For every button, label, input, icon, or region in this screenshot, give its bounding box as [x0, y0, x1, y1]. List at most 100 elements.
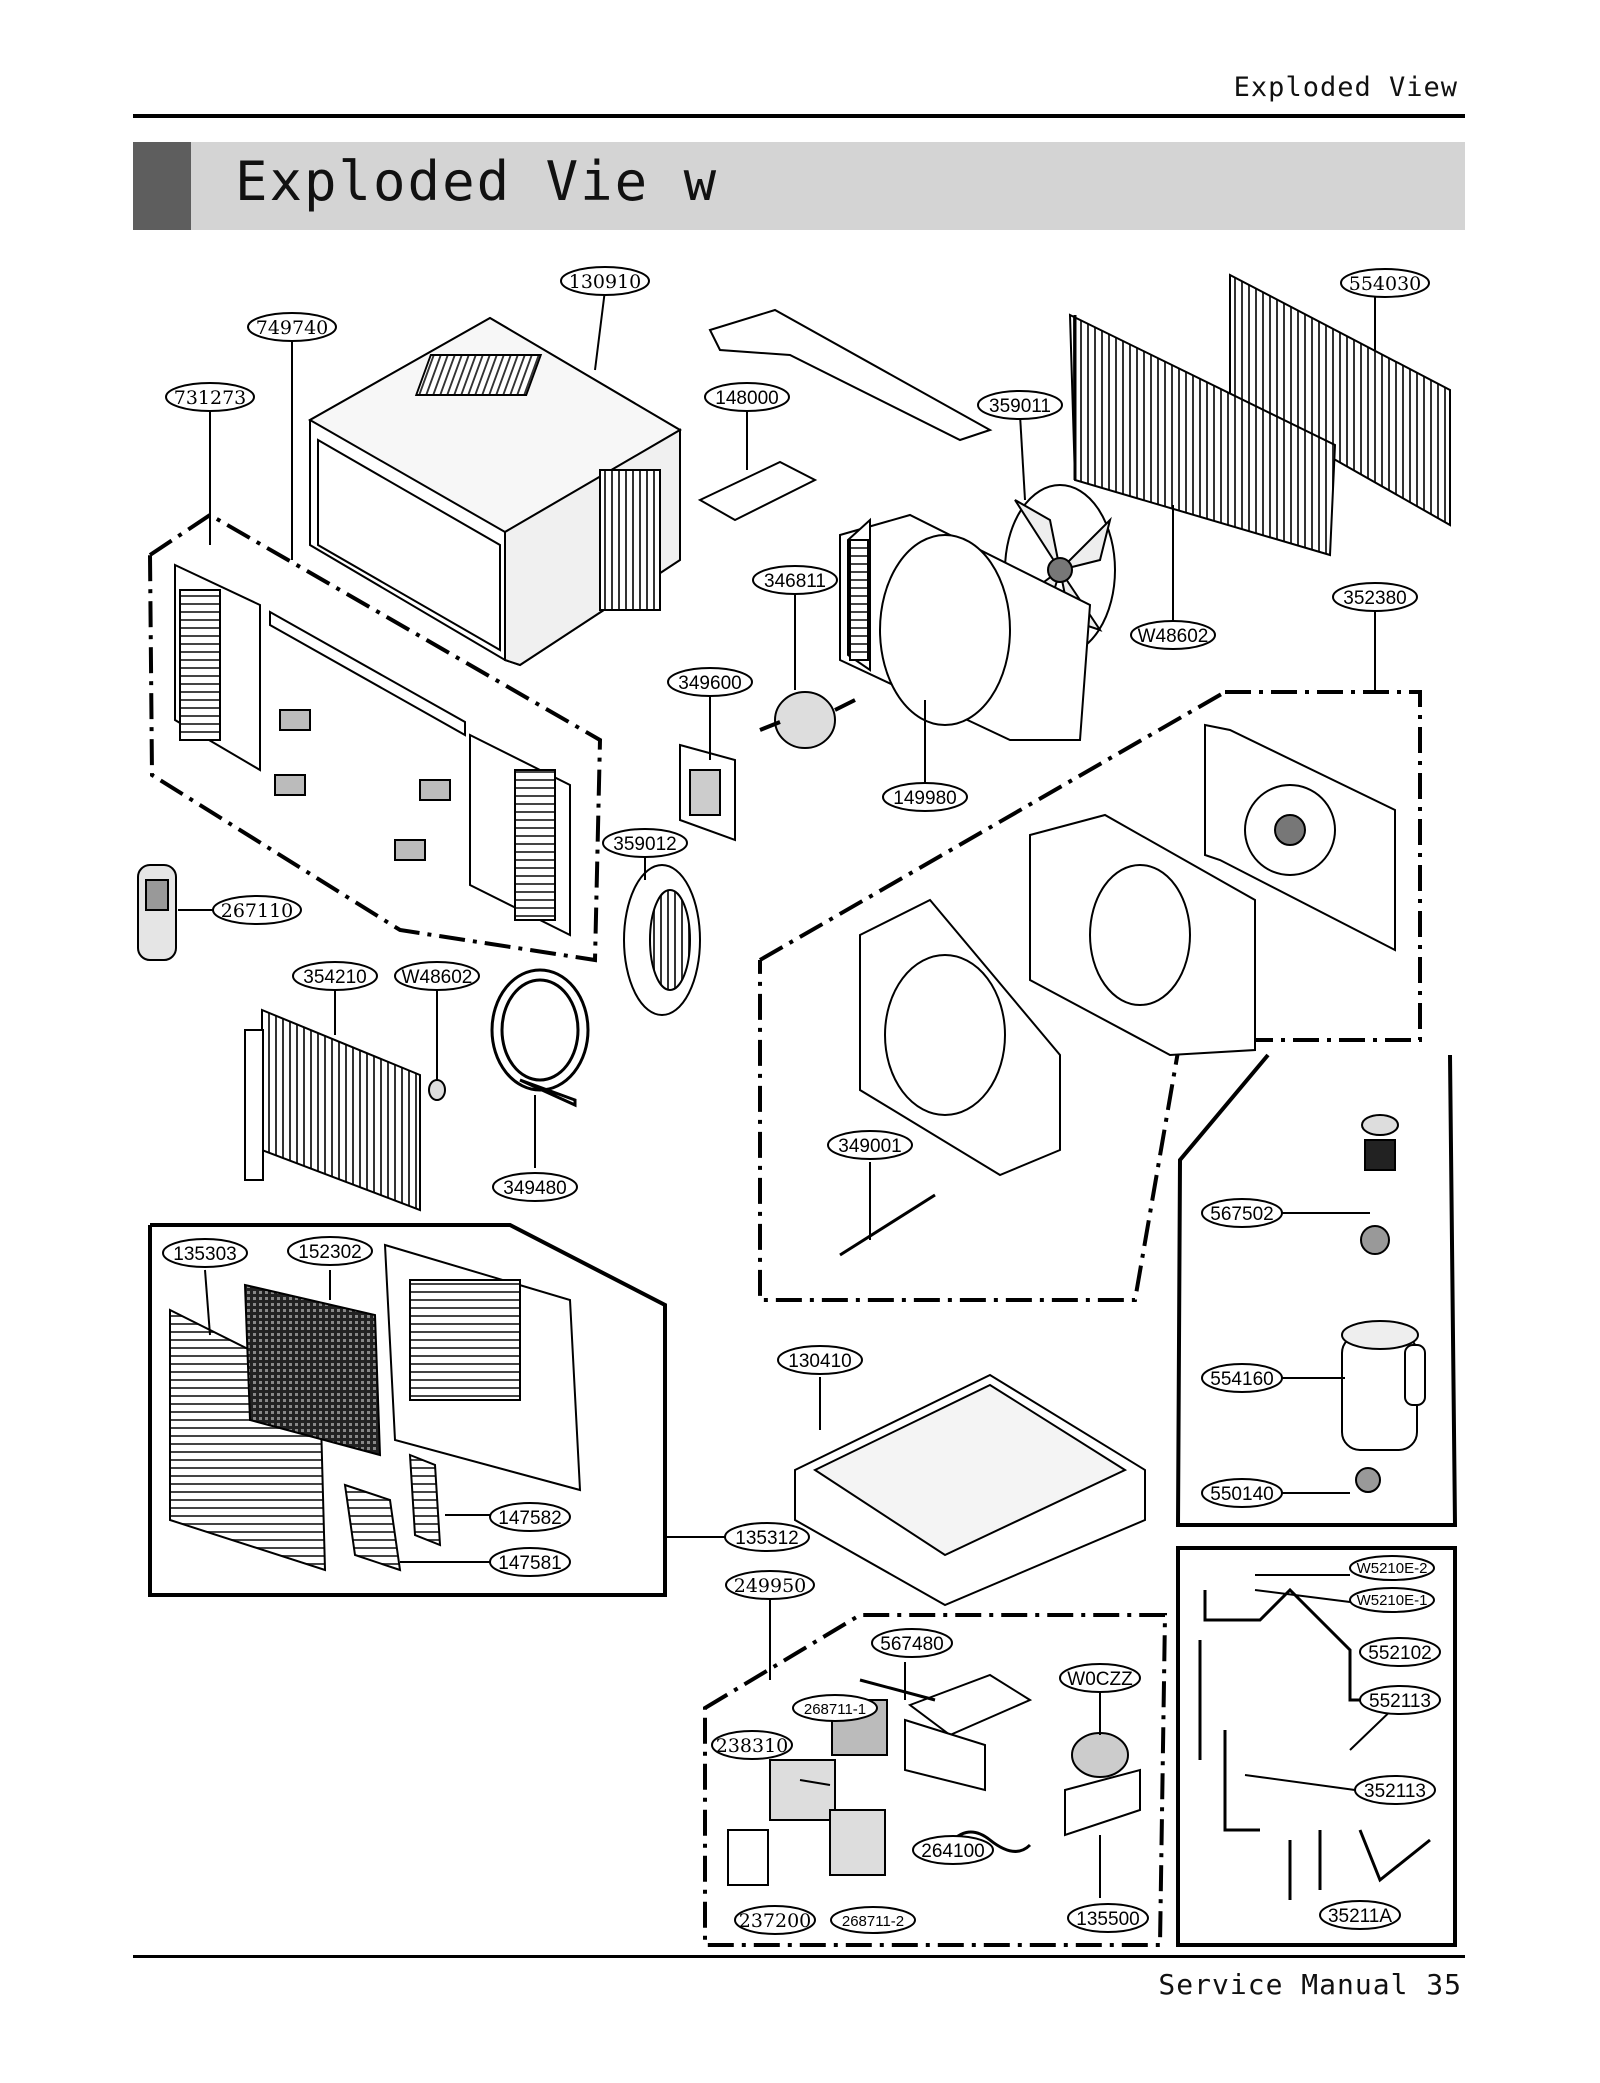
base-bracket-148000 — [697, 460, 818, 522]
callout-550140: 550140 — [1201, 1478, 1283, 1508]
callout-147581: 147581 — [489, 1547, 571, 1577]
svg-text:35211A: 35211A — [1328, 1906, 1392, 1927]
orifice-ring — [490, 968, 590, 1108]
svg-text:552113: 552113 — [1369, 1691, 1431, 1712]
svg-text:149980: 149980 — [893, 788, 956, 809]
callout-552113: 552113 — [1359, 1685, 1441, 1715]
callout-567480: 567480 — [871, 1628, 953, 1658]
svg-text:W48602: W48602 — [1138, 626, 1209, 647]
callout-352113: 352113 — [1354, 1775, 1436, 1805]
scroll-panel — [1204, 723, 1396, 952]
remote-control — [137, 864, 177, 961]
compressor-group-outline — [1175, 1053, 1458, 1527]
callout-268711-2: 268711-2 — [830, 1906, 916, 1934]
svg-text:135303: 135303 — [173, 1244, 236, 1265]
svg-text:352380: 352380 — [1343, 588, 1406, 609]
svg-text:147581: 147581 — [498, 1553, 561, 1574]
title-accent-block — [133, 142, 191, 230]
page-footer: Service Manual 35 — [1158, 1968, 1462, 2001]
condenser-coil-rear — [1229, 273, 1451, 527]
drain-tube — [839, 1193, 936, 1257]
callout-135312: 135312 — [724, 1522, 810, 1552]
louvers — [343, 1453, 442, 1572]
air-filter — [243, 1283, 382, 1457]
callout-238310: 238310 — [711, 1730, 793, 1760]
motor-bracket — [679, 743, 736, 842]
cabinet-part — [307, 316, 682, 667]
svg-text:346811: 346811 — [764, 571, 826, 592]
callout-149980: 149980 — [882, 782, 968, 812]
shroud-side — [847, 517, 871, 672]
top-shroud — [708, 308, 993, 442]
page-title: Exploded Vie w — [235, 150, 719, 213]
callout-148000: 148000 — [704, 382, 790, 412]
control-box-group-outline — [703, 1613, 1168, 1947]
callout-359012: 359012 — [602, 828, 688, 858]
leader-lines — [178, 289, 1401, 1898]
svg-text:238310: 238310 — [716, 1735, 789, 1757]
svg-text:148000: 148000 — [715, 388, 778, 409]
callout-130910: 130910 — [560, 266, 650, 296]
callout-W5210E-1: W5210E-1 — [1349, 1587, 1435, 1613]
callout-237200: 237200 — [734, 1905, 816, 1935]
svg-text:550140: 550140 — [1210, 1484, 1273, 1505]
svg-text:731273: 731273 — [174, 387, 247, 409]
svg-text:349600: 349600 — [678, 673, 741, 694]
svg-text:147582: 147582 — [498, 1508, 561, 1529]
callout-267110: 267110 — [212, 895, 302, 925]
running-header: Exploded View — [1233, 72, 1458, 103]
svg-text:152302: 152302 — [298, 1242, 361, 1263]
svg-text:749740: 749740 — [256, 317, 329, 339]
fan-motor — [759, 691, 856, 749]
header-rule — [133, 114, 1465, 118]
svg-text:W0CZZ: W0CZZ — [1067, 1669, 1133, 1690]
svg-text:359011: 359011 — [989, 396, 1051, 417]
callout-349001: 349001 — [827, 1130, 913, 1160]
callout-135500: 135500 — [1067, 1903, 1149, 1933]
svg-text:268711-1: 268711-1 — [804, 1701, 866, 1718]
svg-text:130410: 130410 — [788, 1351, 851, 1372]
refrigerant-tubing — [1198, 1587, 1431, 1900]
callout-567502: 567502 — [1201, 1198, 1283, 1228]
svg-text:268711-2: 268711-2 — [842, 1913, 904, 1930]
top-rail — [269, 610, 466, 737]
callout-264100: 264100 — [912, 1835, 994, 1865]
callout-552102: 552102 — [1359, 1637, 1441, 1667]
callout-249950: 249950 — [725, 1570, 815, 1600]
callout-W0CZZ: W0CZZ — [1059, 1663, 1141, 1693]
svg-text:267110: 267110 — [221, 900, 294, 922]
svg-text:135312: 135312 — [735, 1528, 798, 1549]
callout-W5210E-2: W5210E-2 — [1349, 1555, 1435, 1581]
evaporator-coil — [244, 1008, 421, 1212]
svg-text:352113: 352113 — [1364, 1781, 1426, 1802]
callout-554030: 554030 — [1340, 268, 1430, 298]
svg-text:567480: 567480 — [880, 1634, 943, 1655]
callout-W48602-a: W48602 — [1130, 620, 1216, 650]
svg-text:567502: 567502 — [1210, 1204, 1273, 1225]
svg-text:W5210E-2: W5210E-2 — [1357, 1560, 1428, 1577]
front-panel-group-outline — [148, 1223, 667, 1597]
svg-text:135500: 135500 — [1076, 1909, 1139, 1930]
svg-text:552102: 552102 — [1368, 1643, 1431, 1664]
front-panel-frame — [383, 1243, 582, 1492]
callout-W48602-b: W48602 — [394, 961, 480, 991]
brackets — [274, 709, 451, 861]
footer-rule — [133, 1955, 1465, 1958]
callout-268711-1: 268711-1 — [792, 1694, 878, 1722]
evap-housing-box — [1029, 813, 1256, 1057]
svg-text:W48602: W48602 — [402, 967, 473, 988]
condenser-coil-front — [1068, 313, 1337, 557]
svg-text:354210: 354210 — [303, 967, 366, 988]
callout-359011: 359011 — [977, 390, 1063, 420]
tubing-group-outline — [1176, 1546, 1457, 1947]
callout-354210: 354210 — [292, 961, 378, 991]
svg-text:264100: 264100 — [921, 1841, 984, 1862]
side-curtain-left — [174, 563, 261, 772]
control-box-parts — [727, 1673, 1141, 1886]
svg-text:359012: 359012 — [613, 834, 676, 855]
callout-147582: 147582 — [489, 1502, 571, 1532]
side-curtain-right — [469, 733, 571, 937]
callouts: 130910 749740 731273 148000 359011 55403… — [162, 266, 1441, 1935]
fan-shroud-149980 — [839, 513, 1092, 741]
section-title-bar: Exploded Vie w — [133, 142, 1465, 230]
